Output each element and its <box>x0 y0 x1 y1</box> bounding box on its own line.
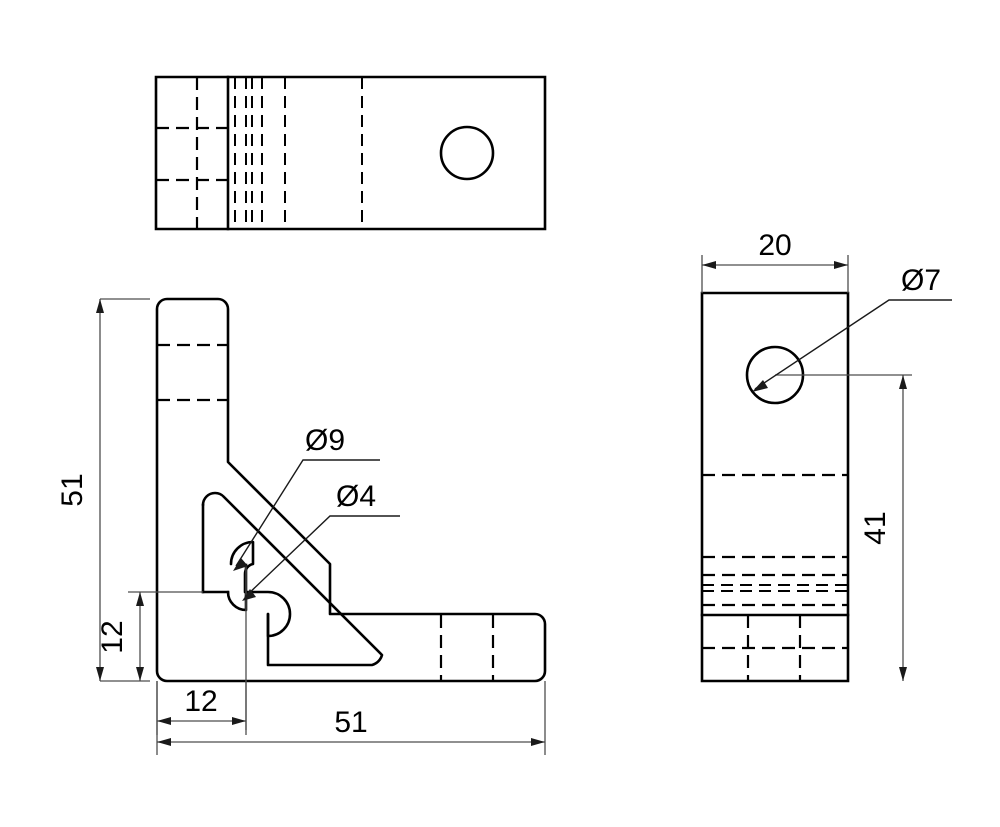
arrow-dia4 <box>242 589 256 601</box>
dimension-20: 20 <box>701 229 849 293</box>
dimension-12-vertical: 12 <box>96 591 203 681</box>
arrow-12v-top <box>136 592 144 606</box>
arrow-20-left <box>702 261 716 269</box>
leader-dia4: Ø4 <box>242 480 400 601</box>
leader-line-dia7 <box>754 299 952 390</box>
dim-label-20: 20 <box>758 229 791 262</box>
dim-label-dia7: Ø7 <box>901 264 941 297</box>
dim-label-51-vertical: 51 <box>56 473 89 506</box>
top-view <box>154 75 547 231</box>
dimension-51-horizontal: 51 <box>156 681 546 755</box>
dim-label-41: 41 <box>859 511 892 544</box>
leader-line-dia9 <box>235 459 380 567</box>
front-view-throughhole-arc <box>226 590 248 612</box>
arrow-41-top <box>899 375 907 389</box>
dimension-41: 41 <box>775 374 912 681</box>
arrow-dia7 <box>752 380 768 392</box>
arrow-41-bot <box>899 667 907 681</box>
arrow-20-right <box>834 261 848 269</box>
dimension-51-vertical: 51 <box>56 298 150 682</box>
dim-label-dia4: Ø4 <box>336 480 376 513</box>
front-view-outline <box>155 297 547 683</box>
dim-label-dia9: Ø9 <box>305 424 345 457</box>
front-view <box>155 297 547 730</box>
arrow-51h-left <box>157 738 171 746</box>
arrow-12v-bot <box>136 667 144 681</box>
arrow-51v-top <box>96 299 104 313</box>
front-view-rib-inner <box>201 491 384 667</box>
arrow-12h-left <box>157 717 171 725</box>
leader-dia7: Ø7 <box>752 264 952 392</box>
top-view-outline <box>154 75 547 231</box>
right-view-outline <box>700 291 850 683</box>
dimension-12-horizontal: 12 <box>156 681 247 735</box>
leader-dia9: Ø9 <box>233 424 380 571</box>
right-side-view <box>700 291 850 683</box>
arrow-dia9 <box>233 558 248 571</box>
dim-label-51-horizontal: 51 <box>334 706 367 739</box>
dim-label-12-horizontal: 12 <box>184 685 217 718</box>
arrow-51v-bot <box>96 667 104 681</box>
top-view-hole-circle <box>439 125 495 181</box>
leader-line-dia4 <box>244 515 400 598</box>
dim-label-12-vertical: 12 <box>96 620 129 653</box>
front-view-counterbore-lower <box>244 590 292 638</box>
arrow-12h-right <box>232 717 246 725</box>
arrow-51h-right <box>531 738 545 746</box>
